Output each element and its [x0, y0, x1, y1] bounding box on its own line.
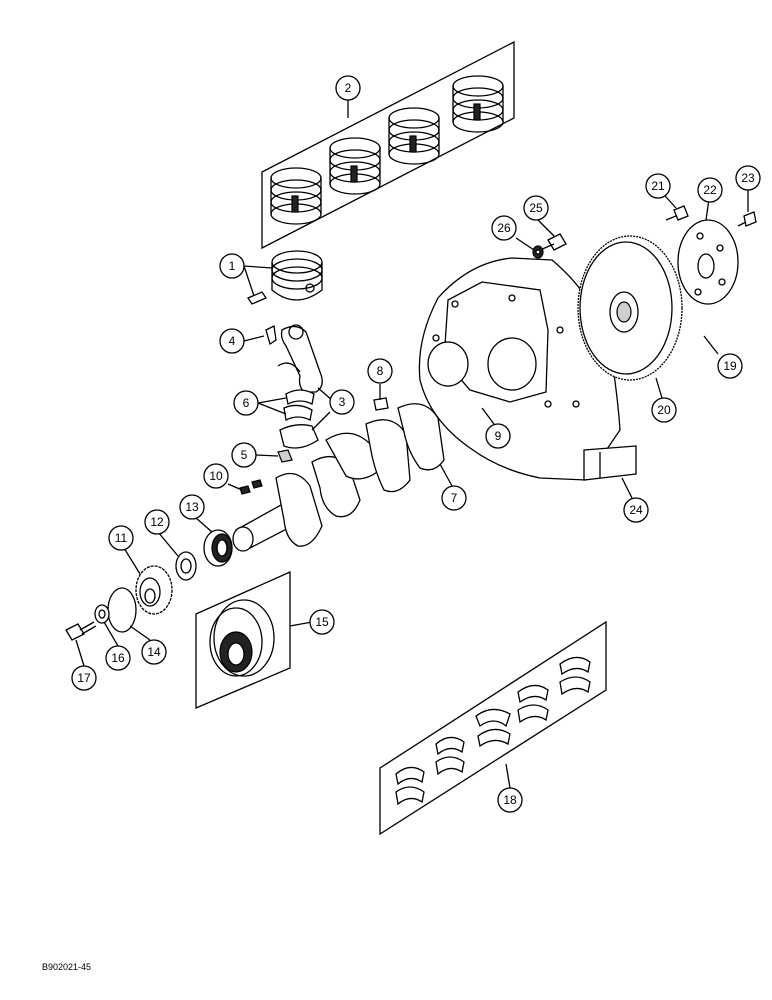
callout-18: 18 [497, 787, 523, 813]
figure-reference-code: B902021-45 [42, 962, 92, 972]
drive-plate [677, 219, 739, 305]
callout-label: 2 [345, 81, 352, 95]
callout-label: 19 [723, 359, 737, 373]
piston-ring-set-2 [329, 137, 381, 195]
callout-label: 26 [497, 221, 511, 235]
crank-gear [135, 565, 173, 615]
callout-label: 21 [651, 179, 665, 193]
callout-15: 15 [309, 609, 335, 635]
callout-label: 15 [315, 615, 329, 629]
callout-9: 9 [485, 423, 511, 449]
callout-21: 21 [645, 173, 671, 199]
leader-lines [75, 100, 749, 789]
callout-19: 19 [717, 353, 743, 379]
washer [94, 604, 110, 624]
callout-3: 3 [329, 389, 355, 415]
callout-1: 1 [219, 253, 245, 279]
rod-bearing-lower [283, 404, 313, 421]
crank-keys [239, 479, 263, 495]
callout-label: 11 [115, 531, 128, 545]
callout-label: 23 [741, 171, 755, 185]
piston-ring-set-1 [270, 167, 322, 225]
callout-10: 10 [203, 463, 229, 489]
callout-label: 12 [150, 515, 164, 529]
callout-label: 1 [229, 259, 236, 273]
callout-12: 12 [144, 509, 170, 535]
piston-ring-kit-panel [261, 40, 515, 250]
callout-label: 8 [377, 364, 384, 378]
housing-bolt [539, 233, 567, 251]
rod-cap [279, 424, 319, 449]
callout-5: 5 [231, 442, 257, 468]
callout-22: 22 [697, 177, 723, 203]
snap-ring [107, 587, 137, 633]
callout-6: 6 [233, 390, 259, 416]
pulley-panel [195, 570, 291, 709]
callout-17: 17 [71, 665, 97, 691]
callout-20: 20 [651, 397, 677, 423]
callout-label: 17 [77, 671, 91, 685]
callout-8: 8 [367, 358, 393, 384]
callout-label: 6 [243, 396, 250, 410]
callout-label: 7 [451, 491, 458, 505]
callout-26: 26 [491, 215, 517, 241]
crank-pulley [209, 599, 275, 677]
rod-nut [277, 449, 293, 463]
connecting-rod [277, 324, 323, 393]
callout-23: 23 [735, 165, 761, 191]
piston-pin [247, 291, 267, 305]
piston [271, 250, 323, 301]
front-seal-spacer [175, 551, 197, 581]
callout-13: 13 [179, 494, 205, 520]
callout-label: 16 [111, 651, 125, 665]
callout-label: 25 [529, 201, 543, 215]
callout-label: 22 [703, 183, 717, 197]
piston-ring-set-3 [388, 107, 440, 165]
piston-ring-set-4 [452, 75, 504, 133]
callout-label: 10 [209, 469, 223, 483]
callout-2: 2 [335, 75, 361, 101]
housing-washer [532, 245, 544, 259]
callout-14: 14 [141, 639, 167, 665]
callout-label: 4 [229, 334, 236, 348]
connecting-rod-bolt [265, 325, 277, 346]
front-seal [203, 529, 233, 567]
main-bearing-kit-panel [379, 620, 607, 836]
callout-7: 7 [441, 485, 467, 511]
callout-11: 11 [108, 525, 134, 551]
flywheel-bolt [665, 205, 689, 221]
callout-label: 13 [185, 500, 199, 514]
callout-label: 14 [147, 645, 161, 659]
dowel-pin [373, 397, 389, 411]
callout-label: 24 [629, 503, 643, 517]
callout-label: 9 [495, 429, 502, 443]
pulley-bolt [65, 621, 97, 641]
callout-label: 18 [503, 793, 517, 807]
plate-bolt [737, 211, 757, 227]
rod-bearing-upper [285, 389, 315, 405]
callout-25: 25 [523, 195, 549, 221]
callout-24: 24 [623, 497, 649, 523]
flywheel [577, 235, 683, 381]
callout-16: 16 [105, 645, 131, 671]
callout-4: 4 [219, 328, 245, 354]
callout-label: 3 [339, 395, 346, 409]
callout-label: 5 [241, 448, 248, 462]
callout-label: 20 [657, 403, 671, 417]
flywheel-housing [418, 257, 637, 481]
